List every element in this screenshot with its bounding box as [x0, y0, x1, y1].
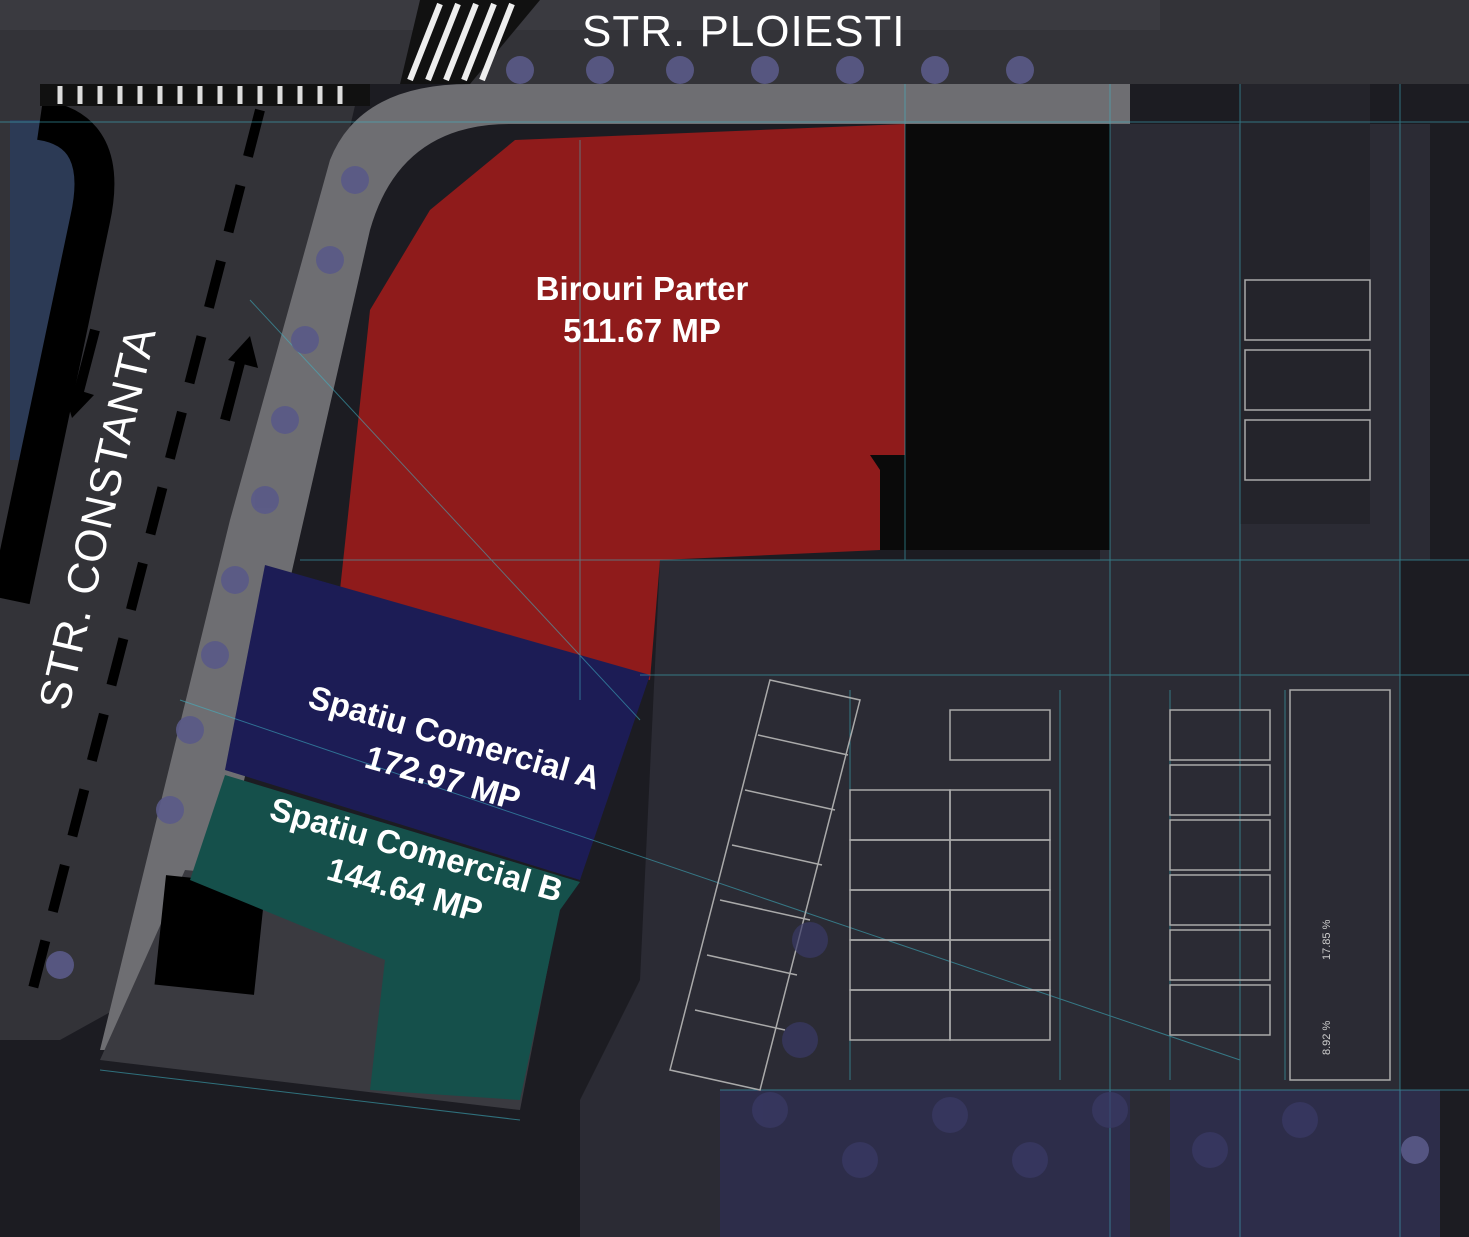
parking-bays-diagonal: [669, 679, 861, 1091]
landscape-circles: [752, 922, 1318, 1178]
zone-area: 511.67 MP: [563, 312, 721, 349]
cad-grid: [0, 84, 1469, 1237]
parking-bays-right: [1169, 709, 1271, 1036]
zone-birouri-parter[interactable]: [340, 124, 905, 680]
ramp: [1289, 689, 1391, 1081]
road-curve: [0, 100, 115, 605]
road-constanta: [0, 84, 360, 1040]
parking-right-strip: [1240, 84, 1370, 524]
parking-bays-grid: [849, 709, 1051, 1041]
zone-name: Birouri Parter: [536, 270, 749, 307]
parking-bays: [669, 279, 1391, 1091]
zebra-crossing: [400, 0, 540, 84]
ramp-slope-lower: 8.92 %: [1321, 1021, 1333, 1055]
street-trees: [46, 56, 1429, 1164]
parking-bays-upper: [1244, 279, 1371, 481]
zebra-crossing-west: [40, 84, 370, 106]
stair-southwest: [154, 875, 266, 995]
zone-spatiu-comercial-b[interactable]: [190, 775, 580, 1100]
zone-label-birouri-parter: Birouri Parter 511.67 MP: [536, 270, 749, 349]
corner-block: [10, 120, 80, 460]
road-ploiesti-upper-band: [0, 0, 1160, 30]
parking-bottom: [720, 1090, 1130, 1237]
building-core: [870, 124, 1110, 550]
ramp-slope-upper: 17.85 %: [1321, 919, 1333, 960]
zone-spatiu-comercial-a[interactable]: [225, 565, 650, 880]
traffic-arrow-down-icon: [62, 328, 100, 418]
parking-lot: [580, 560, 1440, 1237]
street-label-north: STR. PLOIESTI: [582, 7, 906, 56]
traffic-arrow-up-icon: [220, 336, 258, 422]
roads: [0, 0, 1469, 1040]
